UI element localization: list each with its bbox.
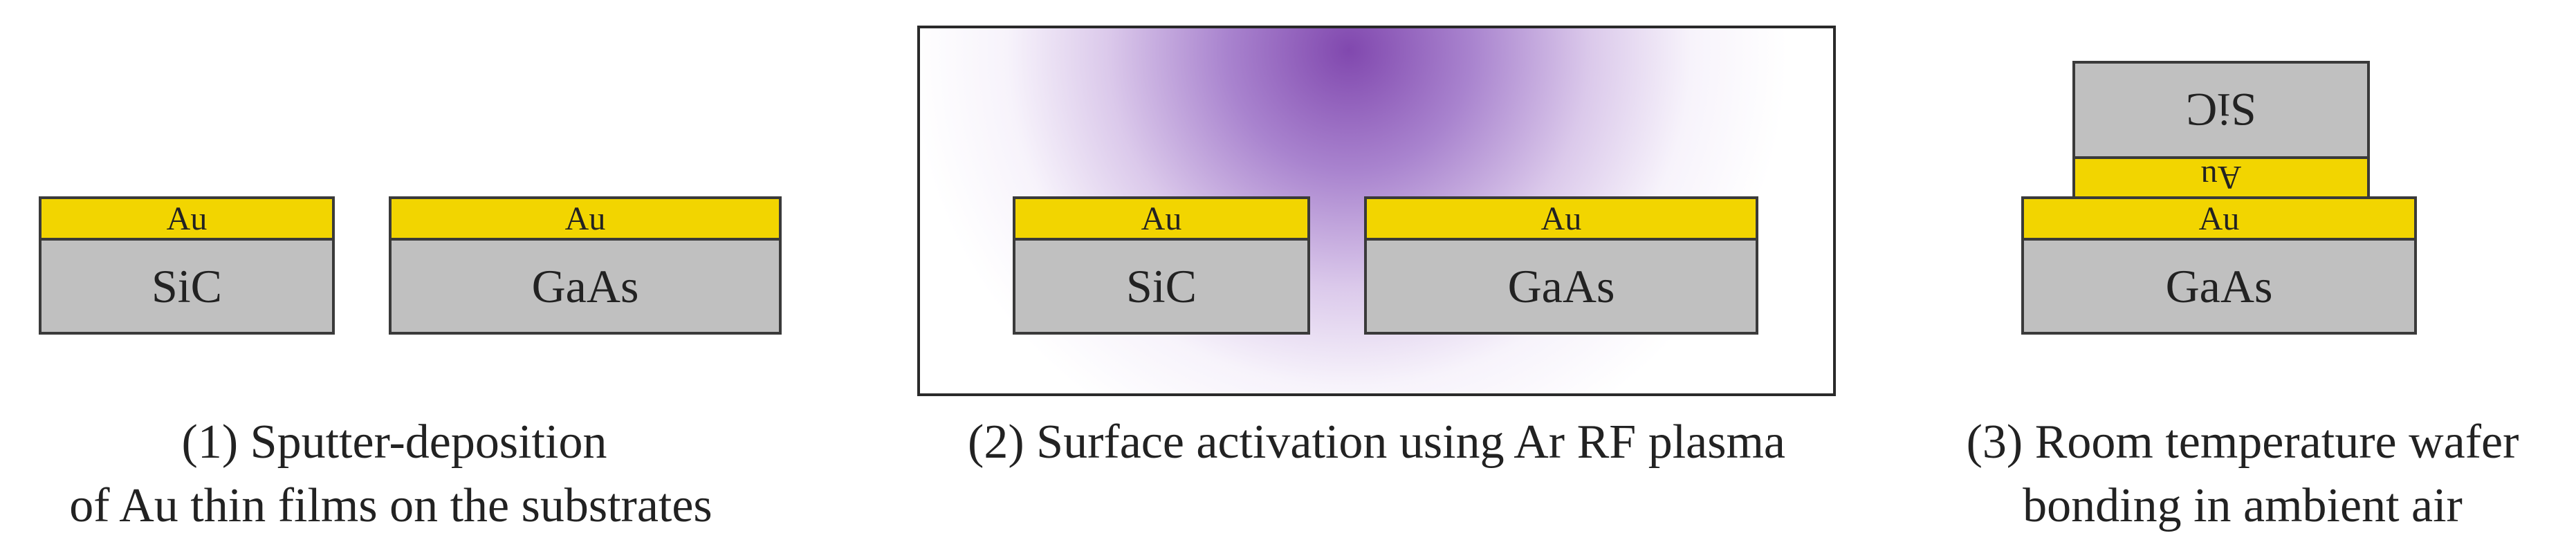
step3-au-film-inverted: Au: [2072, 156, 2370, 199]
step1-caption-line2: of Au thin films on the substrates: [69, 479, 712, 532]
step2-caption-line1: (2) Surface activation using Ar RF plasm…: [968, 415, 1785, 469]
step2-gaas-au-film: Au: [1364, 196, 1758, 241]
step1-sic-substrate: SiC: [39, 238, 335, 335]
step3-sic-substrate-inverted: SiC: [2072, 61, 2370, 159]
step2-caption: (2) Surface activation using Ar RF plasm…: [892, 411, 1861, 474]
step1-gaas-substrate: GaAs: [389, 238, 782, 335]
step2-sic-substrate: SiC: [1013, 238, 1310, 335]
step1-caption-line1: (1) Sputter-deposition: [181, 415, 607, 469]
step3-caption-line1: (3) Room temperature wafer: [1966, 415, 2519, 469]
step1-caption: (1) Sputter-deposition of Au thin films …: [0, 411, 782, 538]
step2-gaas-substrate: GaAs: [1364, 238, 1758, 335]
step2-sic-au-film: Au: [1013, 196, 1310, 241]
step3-gaas-substrate: GaAs: [2021, 238, 2417, 335]
step3-caption-line2: bonding in ambient air: [2023, 479, 2463, 532]
step1-sic-au-film: Au: [39, 196, 335, 241]
step3-caption: (3) Room temperature wafer bonding in am…: [1909, 411, 2576, 538]
step1-gaas-au-film: Au: [389, 196, 782, 241]
step3-gaas-au-film: Au: [2021, 196, 2417, 241]
